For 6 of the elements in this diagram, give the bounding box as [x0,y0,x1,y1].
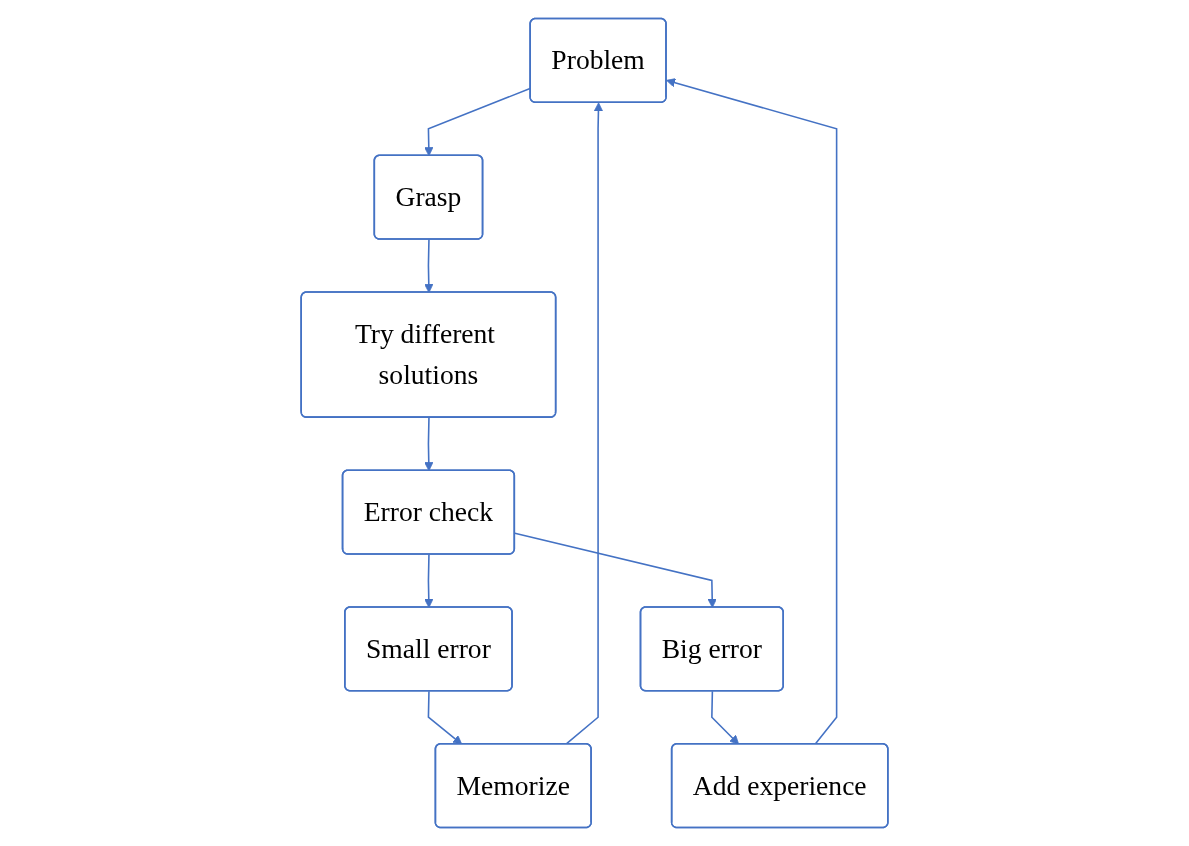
arrow [424,416,434,472]
arrow [427,690,463,745]
arrow [514,532,717,608]
arrow [424,553,434,608]
arrow [424,238,434,293]
arrow [711,690,740,745]
